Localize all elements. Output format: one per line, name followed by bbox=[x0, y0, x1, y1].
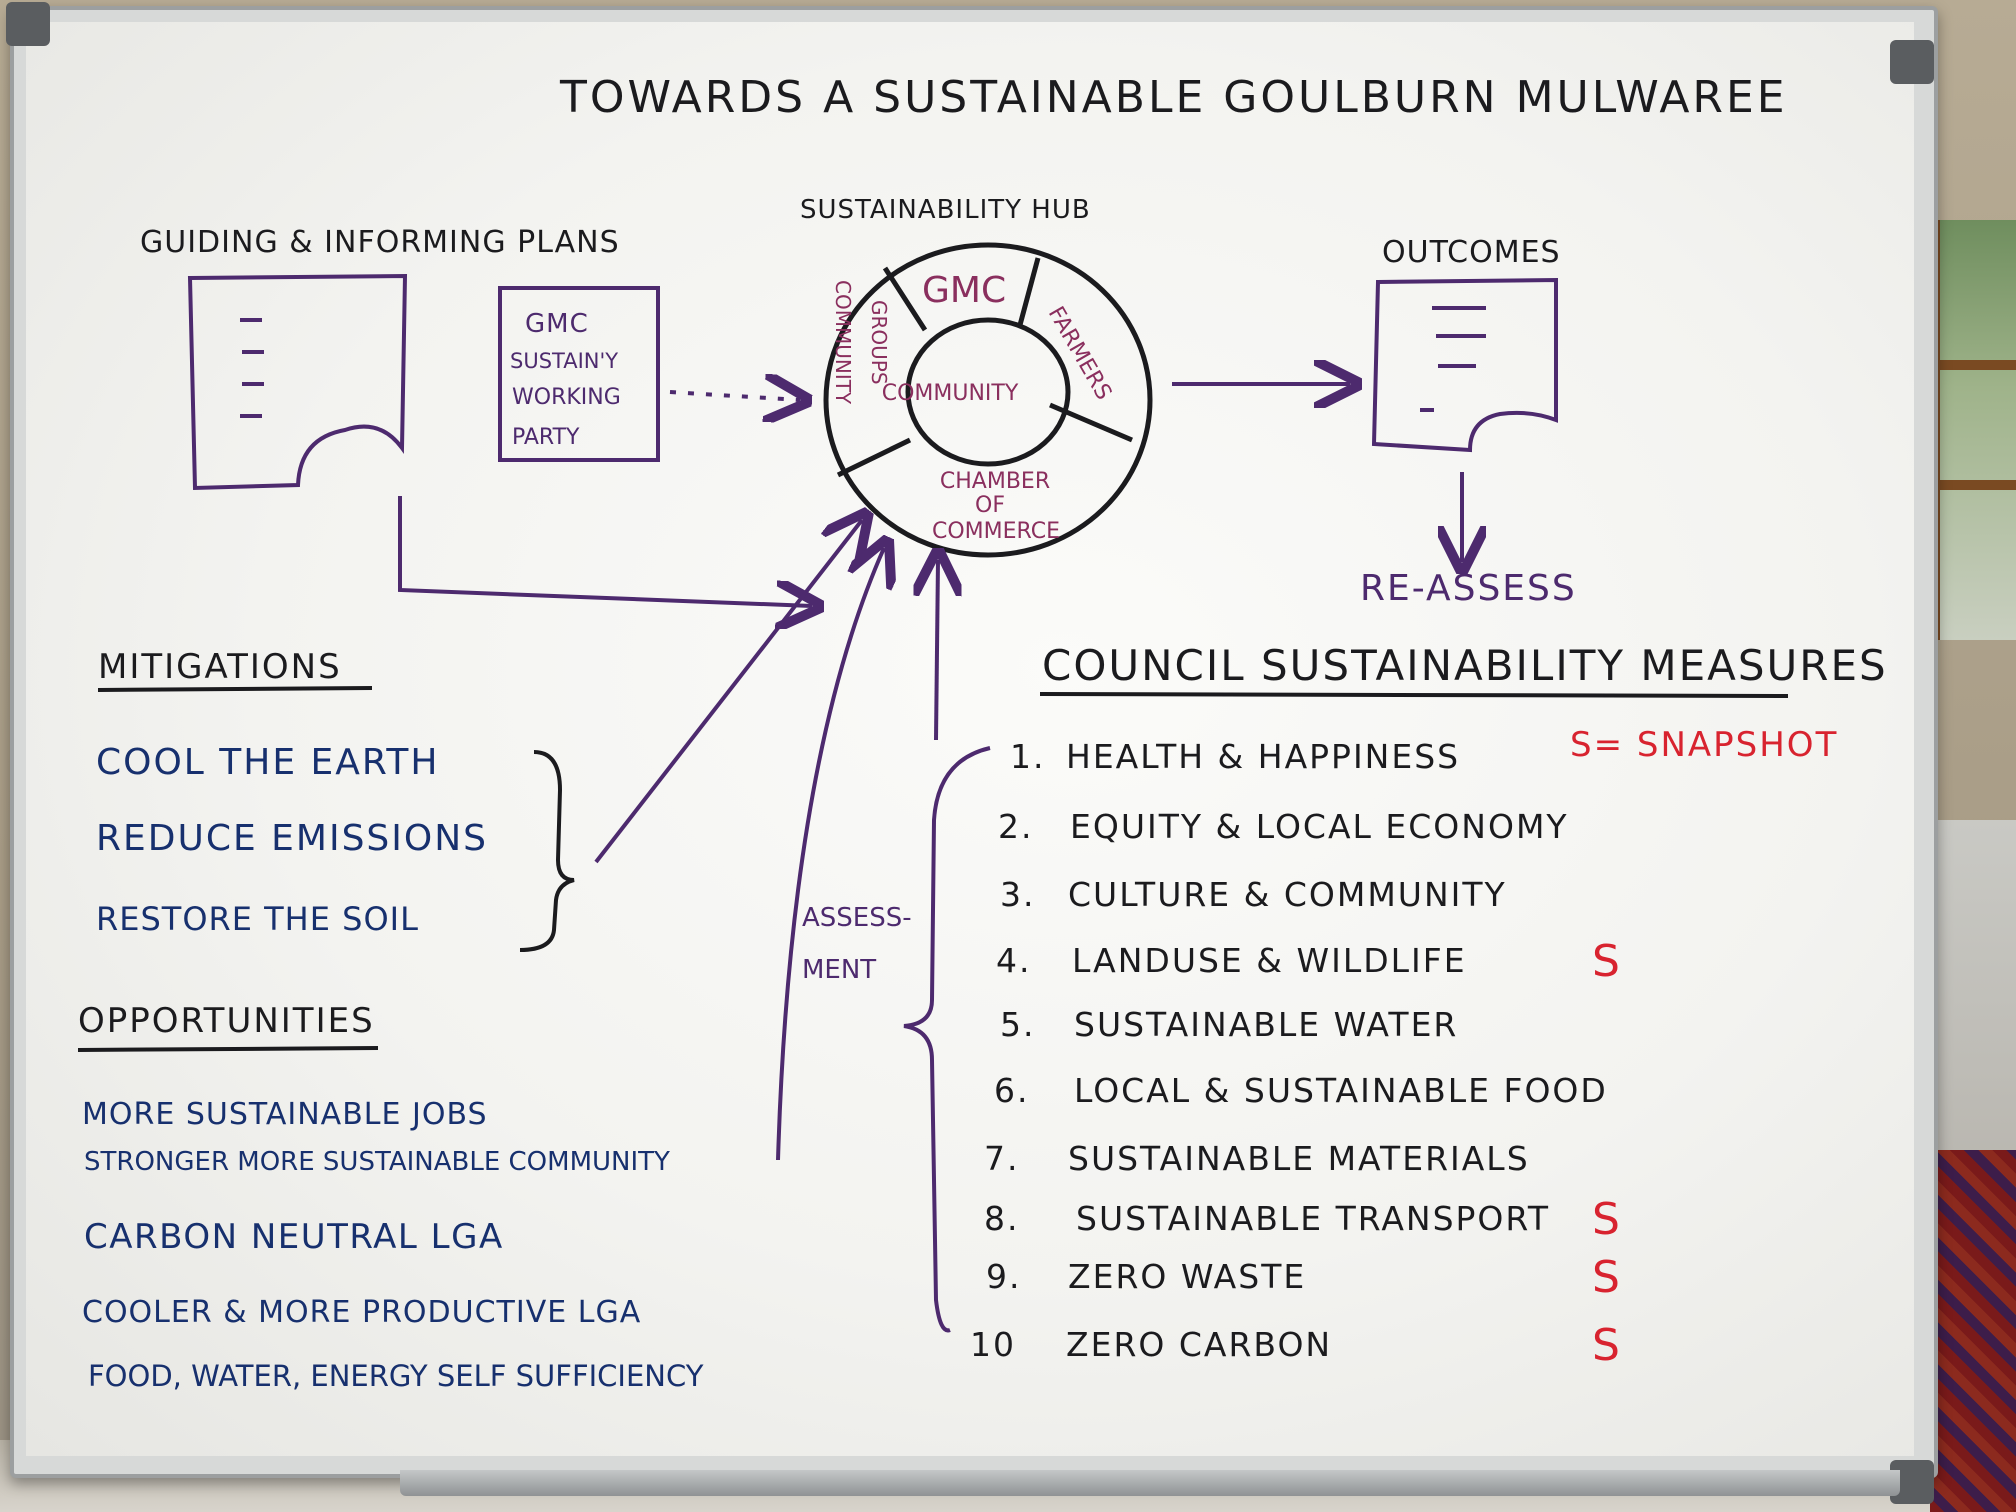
measure-number: 3. bbox=[1000, 875, 1036, 914]
measures-underline bbox=[1039, 692, 1789, 698]
opportunity-item: STRONGER MORE SUSTAINABLE COMMUNITY bbox=[84, 1147, 670, 1177]
window-bar bbox=[1930, 360, 2016, 370]
measure-number: 5. bbox=[1000, 1005, 1036, 1044]
document-icon bbox=[187, 273, 408, 491]
outcomes-document-icon bbox=[1371, 277, 1558, 453]
measure-row: 6. LOCAL & SUSTAINABLE FOOD bbox=[994, 1071, 1608, 1110]
reassess-label: RE-ASSESS bbox=[1360, 568, 1577, 609]
measures-brace bbox=[903, 746, 991, 1333]
document-lines bbox=[240, 318, 264, 418]
hub-segment-chamber: CHAMBER bbox=[940, 469, 1050, 494]
measure-label: EQUITY & LOCAL ECONOMY bbox=[1070, 807, 1569, 846]
opportunity-item: MORE SUSTAINABLE JOBS bbox=[82, 1097, 488, 1132]
mitigation-item: RESTORE THE SOIL bbox=[96, 900, 419, 938]
hub-segment-community: COMMUNITY bbox=[831, 280, 855, 405]
measure-number: 1. bbox=[1010, 737, 1046, 776]
opportunity-item: FOOD, WATER, ENERGY SELF SUFFICIENCY bbox=[88, 1359, 704, 1393]
measure-number: 2. bbox=[998, 807, 1034, 846]
measure-label: HEALTH & HAPPINESS bbox=[1066, 737, 1460, 776]
snapshot-flag: S bbox=[1592, 1252, 1620, 1303]
board-title: TOWARDS A SUSTAINABLE GOULBURN MULWAREE bbox=[559, 72, 1788, 123]
measure-label: SUSTAINABLE WATER bbox=[1074, 1005, 1458, 1044]
working-party-box bbox=[498, 286, 660, 462]
measure-row: 7. SUSTAINABLE MATERIALS bbox=[984, 1139, 1530, 1178]
marker-tray bbox=[400, 1470, 1900, 1496]
measure-label: LANDUSE & WILDLIFE bbox=[1072, 941, 1467, 980]
measure-label: ZERO CARBON bbox=[1066, 1325, 1332, 1364]
dotted-arrow bbox=[669, 392, 800, 400]
measure-number: 8. bbox=[984, 1199, 1020, 1238]
opportunity-item: CARBON NEUTRAL LGA bbox=[84, 1217, 504, 1257]
opportunities-to-hub-arrow bbox=[776, 548, 884, 1161]
opportunity-item: COOLER & MORE PRODUCTIVE LGA bbox=[82, 1295, 641, 1330]
hub-center: COMMUNITY bbox=[882, 381, 1019, 406]
outcomes-document-lines bbox=[1420, 306, 1486, 412]
measure-row: 5. SUSTAINABLE WATER bbox=[1000, 1005, 1458, 1044]
mitigations-brace bbox=[519, 750, 575, 952]
measure-label: ZERO WASTE bbox=[1068, 1257, 1306, 1296]
opportunities-heading: OPPORTUNITIES bbox=[78, 1001, 375, 1041]
measure-number: 9. bbox=[986, 1257, 1022, 1296]
snapshot-legend: S= SNAPSHOT bbox=[1570, 725, 1838, 765]
hub-segment-gmc: GMC bbox=[922, 270, 1006, 311]
assessment-label: MENT bbox=[802, 955, 876, 985]
frame-corner bbox=[1890, 40, 1934, 84]
whiteboard-surface bbox=[26, 22, 1914, 1456]
measure-label: CULTURE & COMMUNITY bbox=[1068, 875, 1507, 914]
measures-list: 1. HEALTH & HAPPINESS 2. EQUITY & LOCAL ECO… bbox=[970, 737, 1620, 1371]
frame-corner bbox=[6, 2, 50, 46]
measure-label: LOCAL & SUSTAINABLE FOOD bbox=[1074, 1071, 1608, 1110]
measure-number: 7. bbox=[984, 1139, 1020, 1178]
hub-segment-chamber: OF bbox=[975, 493, 1005, 518]
mitigations-to-hub-arrow bbox=[594, 520, 862, 864]
mitigations-underline bbox=[97, 686, 373, 692]
working-party-line: WORKING bbox=[512, 385, 621, 410]
hub-wheel bbox=[823, 242, 1153, 558]
measure-number: 4. bbox=[996, 941, 1032, 980]
working-party-line: GMC bbox=[525, 309, 589, 339]
measure-row: 10 ZERO CARBON S bbox=[970, 1320, 1620, 1371]
measure-row: 1. HEALTH & HAPPINESS bbox=[1010, 737, 1460, 776]
measure-row: 9. ZERO WASTE S bbox=[986, 1252, 1620, 1303]
measure-row: 3. CULTURE & COMMUNITY bbox=[1000, 875, 1507, 914]
measures-heading: COUNCIL SUSTAINABILITY MEASURES bbox=[1042, 641, 1888, 690]
hub-segment-chamber: COMMERCE bbox=[932, 519, 1060, 544]
measure-row: 8. SUSTAINABLE TRANSPORT S bbox=[984, 1194, 1620, 1245]
mitigation-item: COOL THE EARTH bbox=[96, 742, 439, 783]
measure-row: 2. EQUITY & LOCAL ECONOMY bbox=[998, 807, 1569, 846]
mitigations-heading: MITIGATIONS bbox=[98, 647, 342, 687]
plans-heading: GUIDING & INFORMING PLANS bbox=[140, 225, 620, 260]
snapshot-flag: S bbox=[1592, 1320, 1620, 1371]
rug bbox=[1930, 1150, 2016, 1512]
assessment-label: ASSESS- bbox=[802, 903, 912, 933]
working-party-line: PARTY bbox=[512, 425, 580, 450]
working-party-line: SUSTAIN'Y bbox=[510, 349, 618, 373]
measure-number: 10 bbox=[970, 1325, 1016, 1364]
mitigation-item: REDUCE EMISSIONS bbox=[96, 818, 488, 859]
plans-to-hub-arrow bbox=[398, 496, 812, 606]
measure-row: 4. LANDUSE & WILDLIFE S bbox=[996, 936, 1620, 987]
assessment-arrow bbox=[936, 560, 938, 741]
measure-label: SUSTAINABLE MATERIALS bbox=[1068, 1139, 1530, 1178]
outcomes-heading: OUTCOMES bbox=[1382, 235, 1561, 270]
measure-number: 6. bbox=[994, 1071, 1030, 1110]
snapshot-flag: S bbox=[1592, 936, 1620, 987]
hub-segment-groups: GROUPS bbox=[867, 300, 891, 385]
hub-heading: SUSTAINABILITY HUB bbox=[800, 195, 1091, 225]
measure-label: SUSTAINABLE TRANSPORT bbox=[1076, 1199, 1550, 1238]
snapshot-flag: S bbox=[1592, 1194, 1620, 1245]
opportunities-underline bbox=[77, 1046, 379, 1052]
window-bar bbox=[1930, 480, 2016, 490]
